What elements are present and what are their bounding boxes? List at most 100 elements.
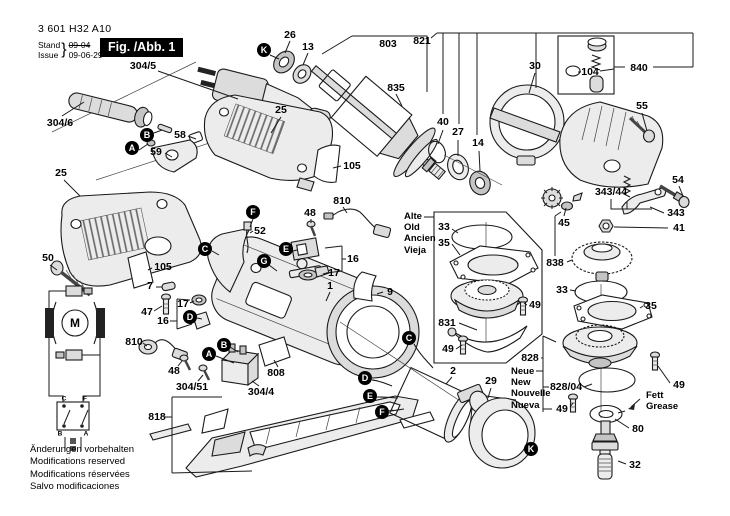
part-label-45: 45 xyxy=(558,216,570,229)
terminal-b: B xyxy=(57,430,63,438)
motor-housing-1 xyxy=(211,236,420,379)
screw-49-new-left xyxy=(567,393,579,413)
lever-343 xyxy=(621,187,667,215)
housing-shell-25-left xyxy=(60,191,202,287)
note-line: Modifications reserved xyxy=(30,456,126,468)
part-label-16: 16 xyxy=(347,252,359,265)
legend-new-variant: Neue New Nouvelle Nueva xyxy=(511,366,551,411)
part-label-32: 32 xyxy=(629,458,641,471)
part-label-104: 104 xyxy=(581,65,599,78)
part-label-29: 29 xyxy=(485,374,497,387)
part-label-49: 49 xyxy=(442,342,454,355)
bearing-flange-831 xyxy=(447,279,528,353)
part-label-13: 13 xyxy=(302,40,314,53)
screw-49-old-bottom xyxy=(457,335,469,355)
callout-b: B xyxy=(217,338,231,352)
part-label-48: 48 xyxy=(304,206,316,219)
part-label-25: 25 xyxy=(55,166,67,179)
part-label-33: 33 xyxy=(556,283,568,296)
callout-a: A xyxy=(125,141,139,155)
bearing-14 xyxy=(469,170,491,196)
o-ring-828-04 xyxy=(578,367,636,393)
bolt-54 xyxy=(659,184,690,209)
washer-7 xyxy=(161,281,176,292)
fan-baffle-29 xyxy=(457,383,536,469)
part-label-808: 808 xyxy=(267,366,285,379)
brush-lead-52 xyxy=(243,221,252,254)
part-label-105: 105 xyxy=(154,260,172,273)
part-label-35: 35 xyxy=(438,236,450,249)
switch-304-4 xyxy=(220,343,260,387)
part-label-14: 14 xyxy=(472,136,484,149)
wedge-105-left xyxy=(127,251,154,289)
part-label-831: 831 xyxy=(438,316,456,329)
o-ring-104 xyxy=(565,65,581,77)
type-number: 3 601 H32 A10 xyxy=(38,23,112,35)
callout-f: F xyxy=(246,205,260,219)
terminal-f: F xyxy=(83,395,87,403)
bearing-flange-828 xyxy=(562,324,638,369)
spindle-32 xyxy=(591,420,619,480)
part-label-50: 50 xyxy=(42,251,54,264)
part-label-1: 1 xyxy=(327,279,333,292)
spring-343-44 xyxy=(622,175,632,198)
bearing-13 xyxy=(292,64,312,84)
revision-date-block: Stand Issue } 09-04 09-06-29 xyxy=(38,40,103,60)
screw-49-old-right xyxy=(517,296,529,316)
screw-304-51 xyxy=(198,364,211,381)
figure-number-badge: Fig. /Abb. 1 xyxy=(100,38,184,57)
screw-48-right xyxy=(306,220,317,237)
gear-head-30 xyxy=(489,84,565,166)
callout-e: E xyxy=(279,242,293,256)
terminal-c: C xyxy=(61,395,67,403)
part-label-838: 838 xyxy=(546,256,564,269)
part-label-16: 16 xyxy=(157,314,169,327)
cable-810-right xyxy=(323,208,392,239)
part-label-55: 55 xyxy=(636,99,648,112)
part-label-41: 41 xyxy=(673,221,685,234)
callout-g: G xyxy=(257,254,271,268)
part-label-9: 9 xyxy=(387,285,393,298)
terminal-a: A xyxy=(83,430,89,438)
part-label-49: 49 xyxy=(529,298,541,311)
part-label-828: 828 xyxy=(521,351,539,364)
callout-b: B xyxy=(140,128,154,142)
part-label-304-51: 304/51 xyxy=(175,380,209,393)
screw-48-left xyxy=(179,354,192,371)
part-label-54: 54 xyxy=(672,173,684,186)
ring-33-old xyxy=(451,224,513,250)
part-label-47: 47 xyxy=(141,305,153,318)
part-label-304-6: 304/6 xyxy=(46,116,74,129)
note-line: Änderungen vorbehalten xyxy=(30,444,135,455)
clamp-17-right xyxy=(298,265,330,281)
callout-k: K xyxy=(257,43,271,57)
old-issue-date: 09-04 xyxy=(68,40,91,50)
part-label-840: 840 xyxy=(630,61,648,74)
motor-symbol-label: M xyxy=(70,316,80,330)
box-840 xyxy=(557,35,615,95)
part-label-810: 810 xyxy=(333,194,351,207)
part-label-304-4: 304/4 xyxy=(247,385,275,398)
screw-55 xyxy=(628,115,656,143)
issue-label: Issue xyxy=(38,50,59,61)
leader-lines xyxy=(49,32,694,474)
grease-arrow xyxy=(617,398,641,414)
part-label-30: 30 xyxy=(529,59,541,72)
felt-washer-80 xyxy=(589,404,623,424)
part-label-17: 17 xyxy=(328,266,340,279)
part-label-49: 49 xyxy=(556,402,568,415)
bracket-16-left xyxy=(192,311,211,330)
part-label-828-04: 828/04 xyxy=(549,380,583,393)
armature-835 xyxy=(310,65,446,181)
part-label-35: 35 xyxy=(645,299,657,312)
part-label-25: 25 xyxy=(275,103,287,116)
brace-glyph: } xyxy=(61,41,67,59)
callout-k: K xyxy=(524,442,538,456)
part-label-105: 105 xyxy=(343,159,361,172)
part-label-48: 48 xyxy=(168,364,180,377)
legend-grease: Fett Grease xyxy=(646,390,679,413)
part-label-49: 49 xyxy=(673,378,685,391)
part-label-58: 58 xyxy=(174,128,186,141)
note-line: Salvo modificaciones xyxy=(30,481,120,493)
